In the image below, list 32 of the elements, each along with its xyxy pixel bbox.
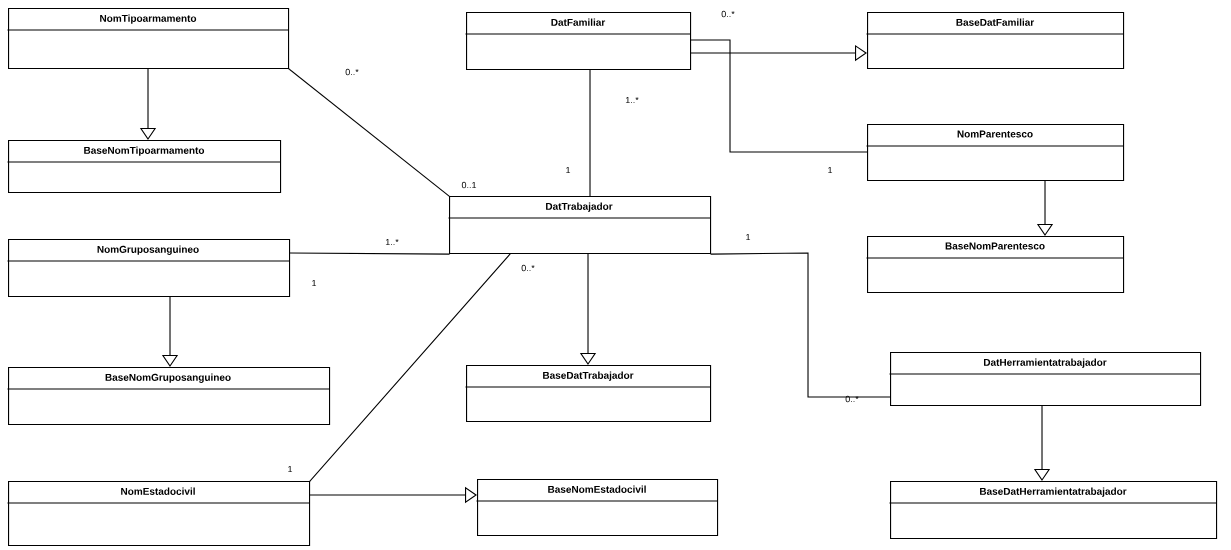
class-box: BaseDatFamiliar (866, 12, 1125, 70)
class-box: DatTrabajador (448, 196, 712, 255)
multiplicity-label: 0..* (521, 264, 535, 272)
multiplicity-label: 1 (828, 166, 833, 174)
class-box: BaseDatTrabajador (465, 365, 712, 423)
class-box: NomTipoarmamento (7, 8, 290, 70)
association-line (289, 252, 450, 255)
class-box: BaseNomEstadocivil (476, 479, 719, 537)
multiplicity-label: 1..* (625, 96, 639, 104)
class-box: BaseNomTipoarmamento (7, 140, 282, 194)
association-line (309, 253, 511, 482)
multiplicity-label: 1 (566, 166, 571, 174)
class-box: NomEstadocivil (7, 481, 311, 547)
class-box: NomGruposanguineo (7, 239, 291, 298)
multiplicity-label: 1..* (385, 238, 399, 246)
association-line (589, 69, 591, 197)
multiplicity-label: 0..* (721, 10, 735, 18)
multiplicity-label: 1 (312, 279, 317, 287)
multiplicity-label: 0..* (345, 68, 359, 76)
multiplicity-label: 0..1 (461, 181, 477, 189)
class-box: NomParentesco (866, 124, 1125, 182)
multiplicity-label: 0..* (845, 395, 859, 403)
association-line (288, 68, 450, 197)
class-box: DatHerramientatrabajador (889, 352, 1202, 407)
class-box: BaseDatHerramientatrabajador (889, 481, 1218, 540)
class-box: BaseNomParentesco (866, 236, 1125, 294)
multiplicity-label: 1 (288, 465, 293, 473)
association-line (690, 39, 868, 153)
multiplicity-label: 1 (746, 233, 751, 241)
class-box: BaseNomGruposanguineo (7, 367, 331, 426)
class-box: DatFamiliar (465, 12, 692, 71)
association-line (710, 252, 891, 398)
